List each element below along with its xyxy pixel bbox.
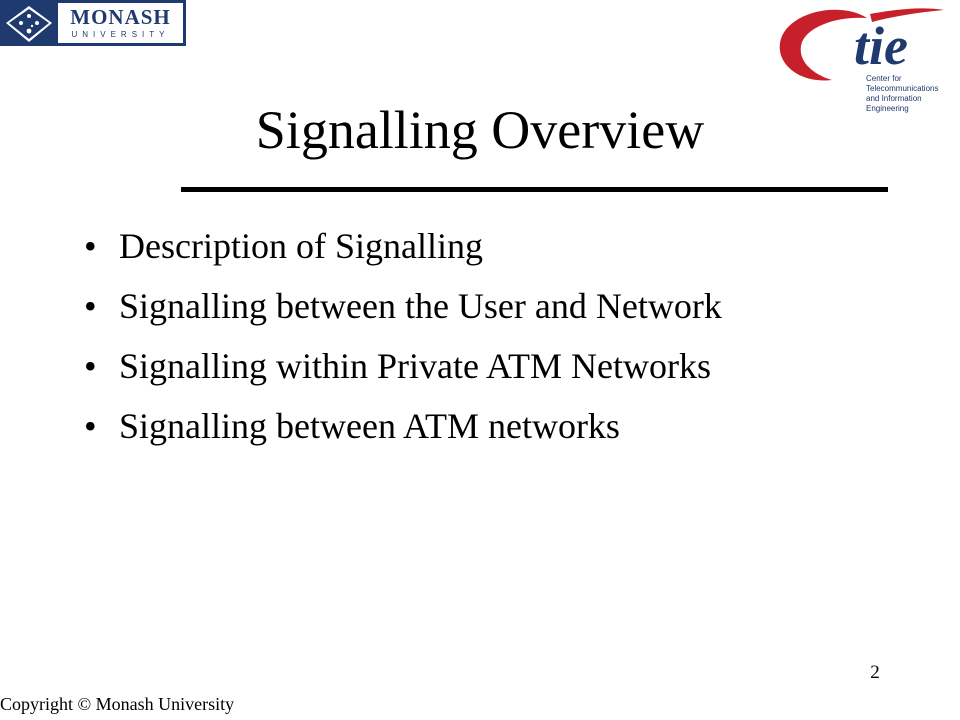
bullet-icon: • — [84, 346, 97, 386]
bullet-text: Signalling within Private ATM Networks — [119, 346, 711, 386]
monash-logo: MONASH UNIVERSITY — [0, 0, 186, 46]
ctie-logo: tie — [772, 4, 960, 100]
ctie-logo-subtitle: Center for Telecommunications and Inform… — [866, 74, 939, 113]
bullet-text: Signalling between the User and Network — [119, 286, 722, 326]
bullet-item: • Signalling between the User and Networ… — [84, 276, 722, 336]
bullet-item: • Description of Signalling — [84, 216, 722, 276]
slide-title: Signalling Overview — [255, 100, 705, 160]
bullet-icon: • — [84, 226, 97, 266]
copyright-notice: Copyright © Monash University — [0, 694, 235, 714]
title-underline — [181, 187, 888, 192]
bullet-text: Signalling between ATM networks — [119, 406, 620, 446]
monash-logo-subtitle: UNIVERSITY — [71, 30, 170, 39]
svg-text:tie: tie — [854, 16, 908, 76]
bullet-text: Description of Signalling — [119, 226, 483, 266]
monash-logo-name: MONASH — [70, 5, 171, 29]
bullet-list: • Description of Signalling • Signalling… — [84, 216, 722, 456]
bullet-item: • Signalling within Private ATM Networks — [84, 336, 722, 396]
southern-cross-icon — [0, 0, 58, 46]
bullet-icon: • — [84, 286, 97, 326]
bullet-item: • Signalling between ATM networks — [84, 396, 722, 456]
bullet-icon: • — [84, 406, 97, 446]
monash-wordmark: MONASH UNIVERSITY — [58, 0, 186, 46]
page-number: 2 — [870, 662, 880, 683]
